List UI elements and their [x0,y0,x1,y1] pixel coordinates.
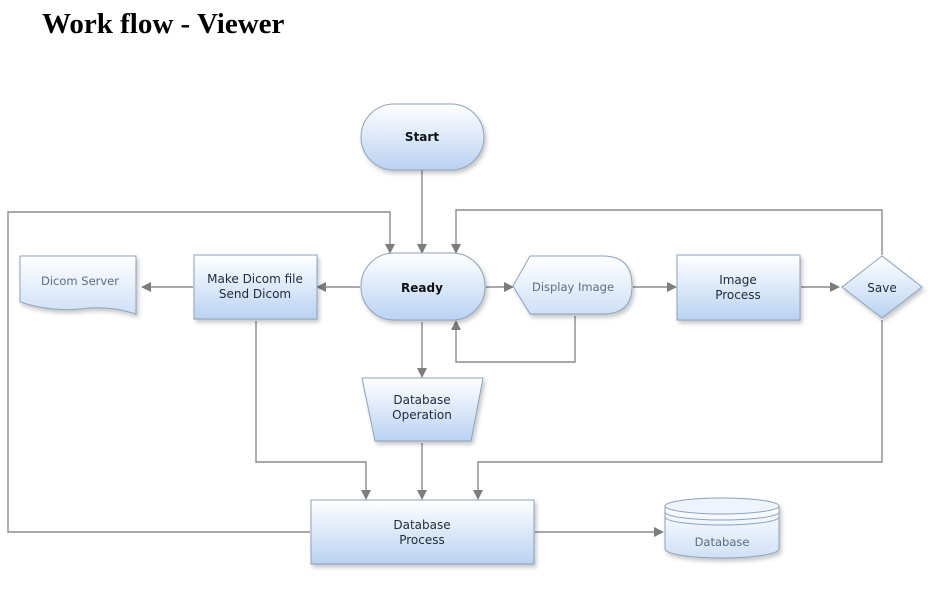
node-database-process-line1: Database [393,518,450,532]
edges [7,170,883,537]
node-dicom-server-label: Dicom Server [41,274,119,288]
node-start-label: Start [405,130,439,144]
edge-make-dicom-db-process [255,321,371,500]
node-database-operation-line1: Database [393,393,450,407]
node-database-operation: Database Operation [361,377,484,442]
node-database-label: Database [695,535,750,549]
node-save-label: Save [867,281,896,295]
node-save: Save [841,255,923,319]
edge-save-loop-ready [451,209,883,255]
page-title: Work flow - Viewer [42,8,285,40]
node-ready: Ready [360,252,486,321]
node-display-image-label: Display Image [532,280,614,294]
node-dicom-server: Dicom Server [19,255,137,315]
node-ready-label: Ready [401,281,443,295]
node-start: Start [360,103,485,171]
node-image-process-line2: Process [715,288,761,302]
edge-save-db-process [473,320,883,500]
node-database-operation-line2: Operation [392,408,452,422]
node-make-dicom: Make Dicom file Send Dicom [193,254,318,320]
node-image-process-line1: Image [719,273,757,287]
edge-db-process-loop-ready [7,211,395,533]
node-make-dicom-line2: Send Dicom [219,287,291,301]
node-image-process: Image Process [676,254,801,321]
edge-display-image-loop-ready [451,316,576,363]
node-display-image: Display Image [512,255,633,315]
node-database-process: Database Process [310,499,535,565]
node-database: Database [664,497,780,559]
node-make-dicom-line1: Make Dicom file [207,272,303,286]
node-database-process-line2: Process [399,533,445,547]
